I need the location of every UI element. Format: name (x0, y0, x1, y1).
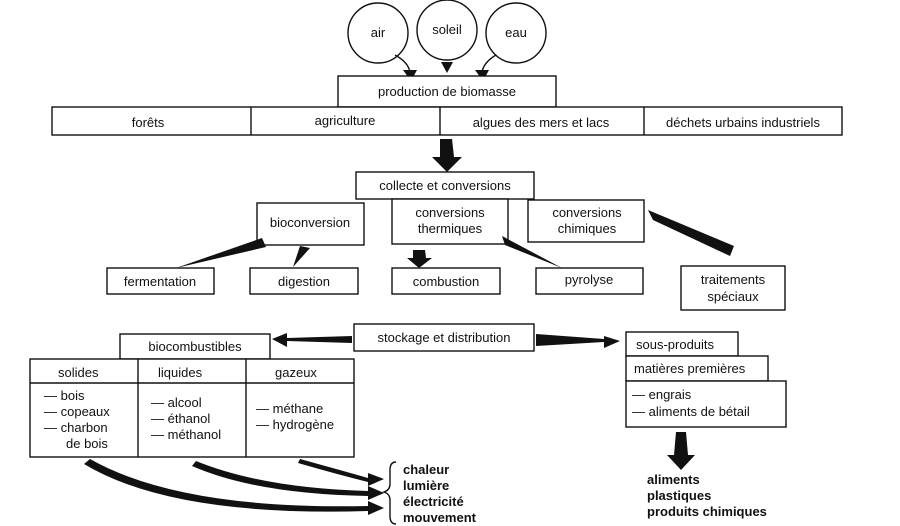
energy-chaleur: chaleur (403, 462, 449, 477)
sources-to-collecte-arrow (432, 139, 462, 172)
source-dechets: déchets urbains industriels (666, 115, 820, 130)
gazeux-item-hydrogene: — hydrogène (256, 417, 334, 432)
soleil-label: soleil (432, 22, 462, 37)
collecte-box (355, 171, 535, 200)
eau-arrow-line (481, 54, 497, 73)
stockage-label: stockage et distribution (378, 330, 511, 345)
sousproduits-to-produits-arrow (667, 432, 695, 470)
input-air: air (347, 2, 409, 64)
fermentation-label: fermentation (124, 274, 196, 289)
production-box (337, 75, 557, 108)
liquides-header: liquides (158, 365, 203, 380)
solides-item-charbon: — charbon (44, 420, 108, 435)
traitements-box (680, 265, 786, 311)
pyrolyse-box (535, 267, 644, 295)
gazeux-item-methane: — méthane (256, 401, 323, 416)
eau-circle (485, 2, 547, 64)
soleil-arrow-head (441, 62, 453, 73)
biocombustibles-title-box (119, 333, 271, 360)
solides-to-energies-arrow (84, 459, 384, 515)
air-arrow-line (394, 54, 411, 73)
sources-row (51, 106, 843, 136)
air-circle (347, 2, 409, 64)
energy-lumiere: lumière (403, 478, 449, 493)
bioconversion-box (256, 202, 365, 246)
source-algues: algues des mers et lacs (473, 115, 610, 130)
combustion-label: combustion (413, 274, 479, 289)
traitements-line-1: traitements (701, 272, 766, 287)
produit-chimiques: produits chimiques (647, 504, 767, 519)
thermiques-line-2: thermiques (418, 221, 483, 236)
matieres-premieres-box (625, 355, 769, 382)
biocombustibles-table (29, 358, 355, 458)
air-label: air (371, 25, 386, 40)
bioconv-to-digestion-arrow (293, 246, 310, 267)
chimiques-line-2: chimiques (558, 221, 617, 236)
sous-produits-items-box (625, 380, 787, 428)
bioconversion-label: bioconversion (270, 215, 350, 230)
stockage-to-sousproduits-arrow (536, 334, 620, 348)
digestion-box (249, 267, 359, 295)
collecte-label: collecte et conversions (379, 178, 511, 193)
liquides-item-ethanol: — éthanol (151, 411, 210, 426)
soleil-circle (416, 0, 478, 61)
conversions-thermiques-box (391, 198, 509, 245)
thermiques-to-pyrolyse-arrow (502, 236, 562, 268)
gazeux-to-energies-arrow (298, 459, 384, 486)
sous-produits-label: sous-produits (636, 337, 715, 352)
matieres-premieres-label: matières premières (634, 361, 746, 376)
solides-item-de-bois: de bois (66, 436, 108, 451)
sous-produits-box (625, 331, 739, 357)
pyrolyse-label: pyrolyse (565, 272, 613, 287)
chimiques-line-1: conversions (552, 205, 622, 220)
sous-produits-item-engrais: — engrais (632, 387, 692, 402)
liquides-item-methanol: — méthanol (151, 427, 221, 442)
sous-produits-item-aliments-betail: — aliments de bétail (632, 404, 750, 419)
solides-item-bois: — bois (44, 388, 85, 403)
solides-header: solides (58, 365, 99, 380)
produit-plastiques: plastiques (647, 488, 711, 503)
input-soleil: soleil (416, 0, 478, 61)
stockage-box (353, 323, 535, 352)
traitements-line-2: spéciaux (707, 289, 759, 304)
produit-aliments: aliments (647, 472, 700, 487)
fermentation-box (106, 267, 215, 295)
source-forets: forêts (132, 115, 165, 130)
bioconv-to-fermentation-arrow (176, 238, 266, 268)
liquides-to-energies-arrow (192, 461, 384, 500)
biocombustibles-title: biocombustibles (148, 339, 242, 354)
energy-mouvement: mouvement (403, 510, 477, 525)
gazeux-header: gazeux (275, 365, 317, 380)
production-label: production de biomasse (378, 84, 516, 99)
thermiques-line-1: conversions (415, 205, 485, 220)
solides-item-copeaux: — copeaux (44, 404, 110, 419)
chimiques-to-traitements-arrow (648, 210, 734, 256)
input-eau: eau (485, 2, 547, 64)
thermiques-to-combustion-arrow (407, 250, 432, 268)
stockage-to-biocombustibles-arrow (272, 333, 352, 347)
digestion-label: digestion (278, 274, 330, 289)
energy-electricite: électricité (403, 494, 464, 509)
conversions-chimiques-box (527, 199, 645, 243)
eau-label: eau (505, 25, 527, 40)
liquides-item-alcool: — alcool (151, 395, 202, 410)
energies-brace (381, 461, 397, 525)
source-agriculture: agriculture (315, 113, 376, 128)
combustion-box (391, 267, 501, 295)
